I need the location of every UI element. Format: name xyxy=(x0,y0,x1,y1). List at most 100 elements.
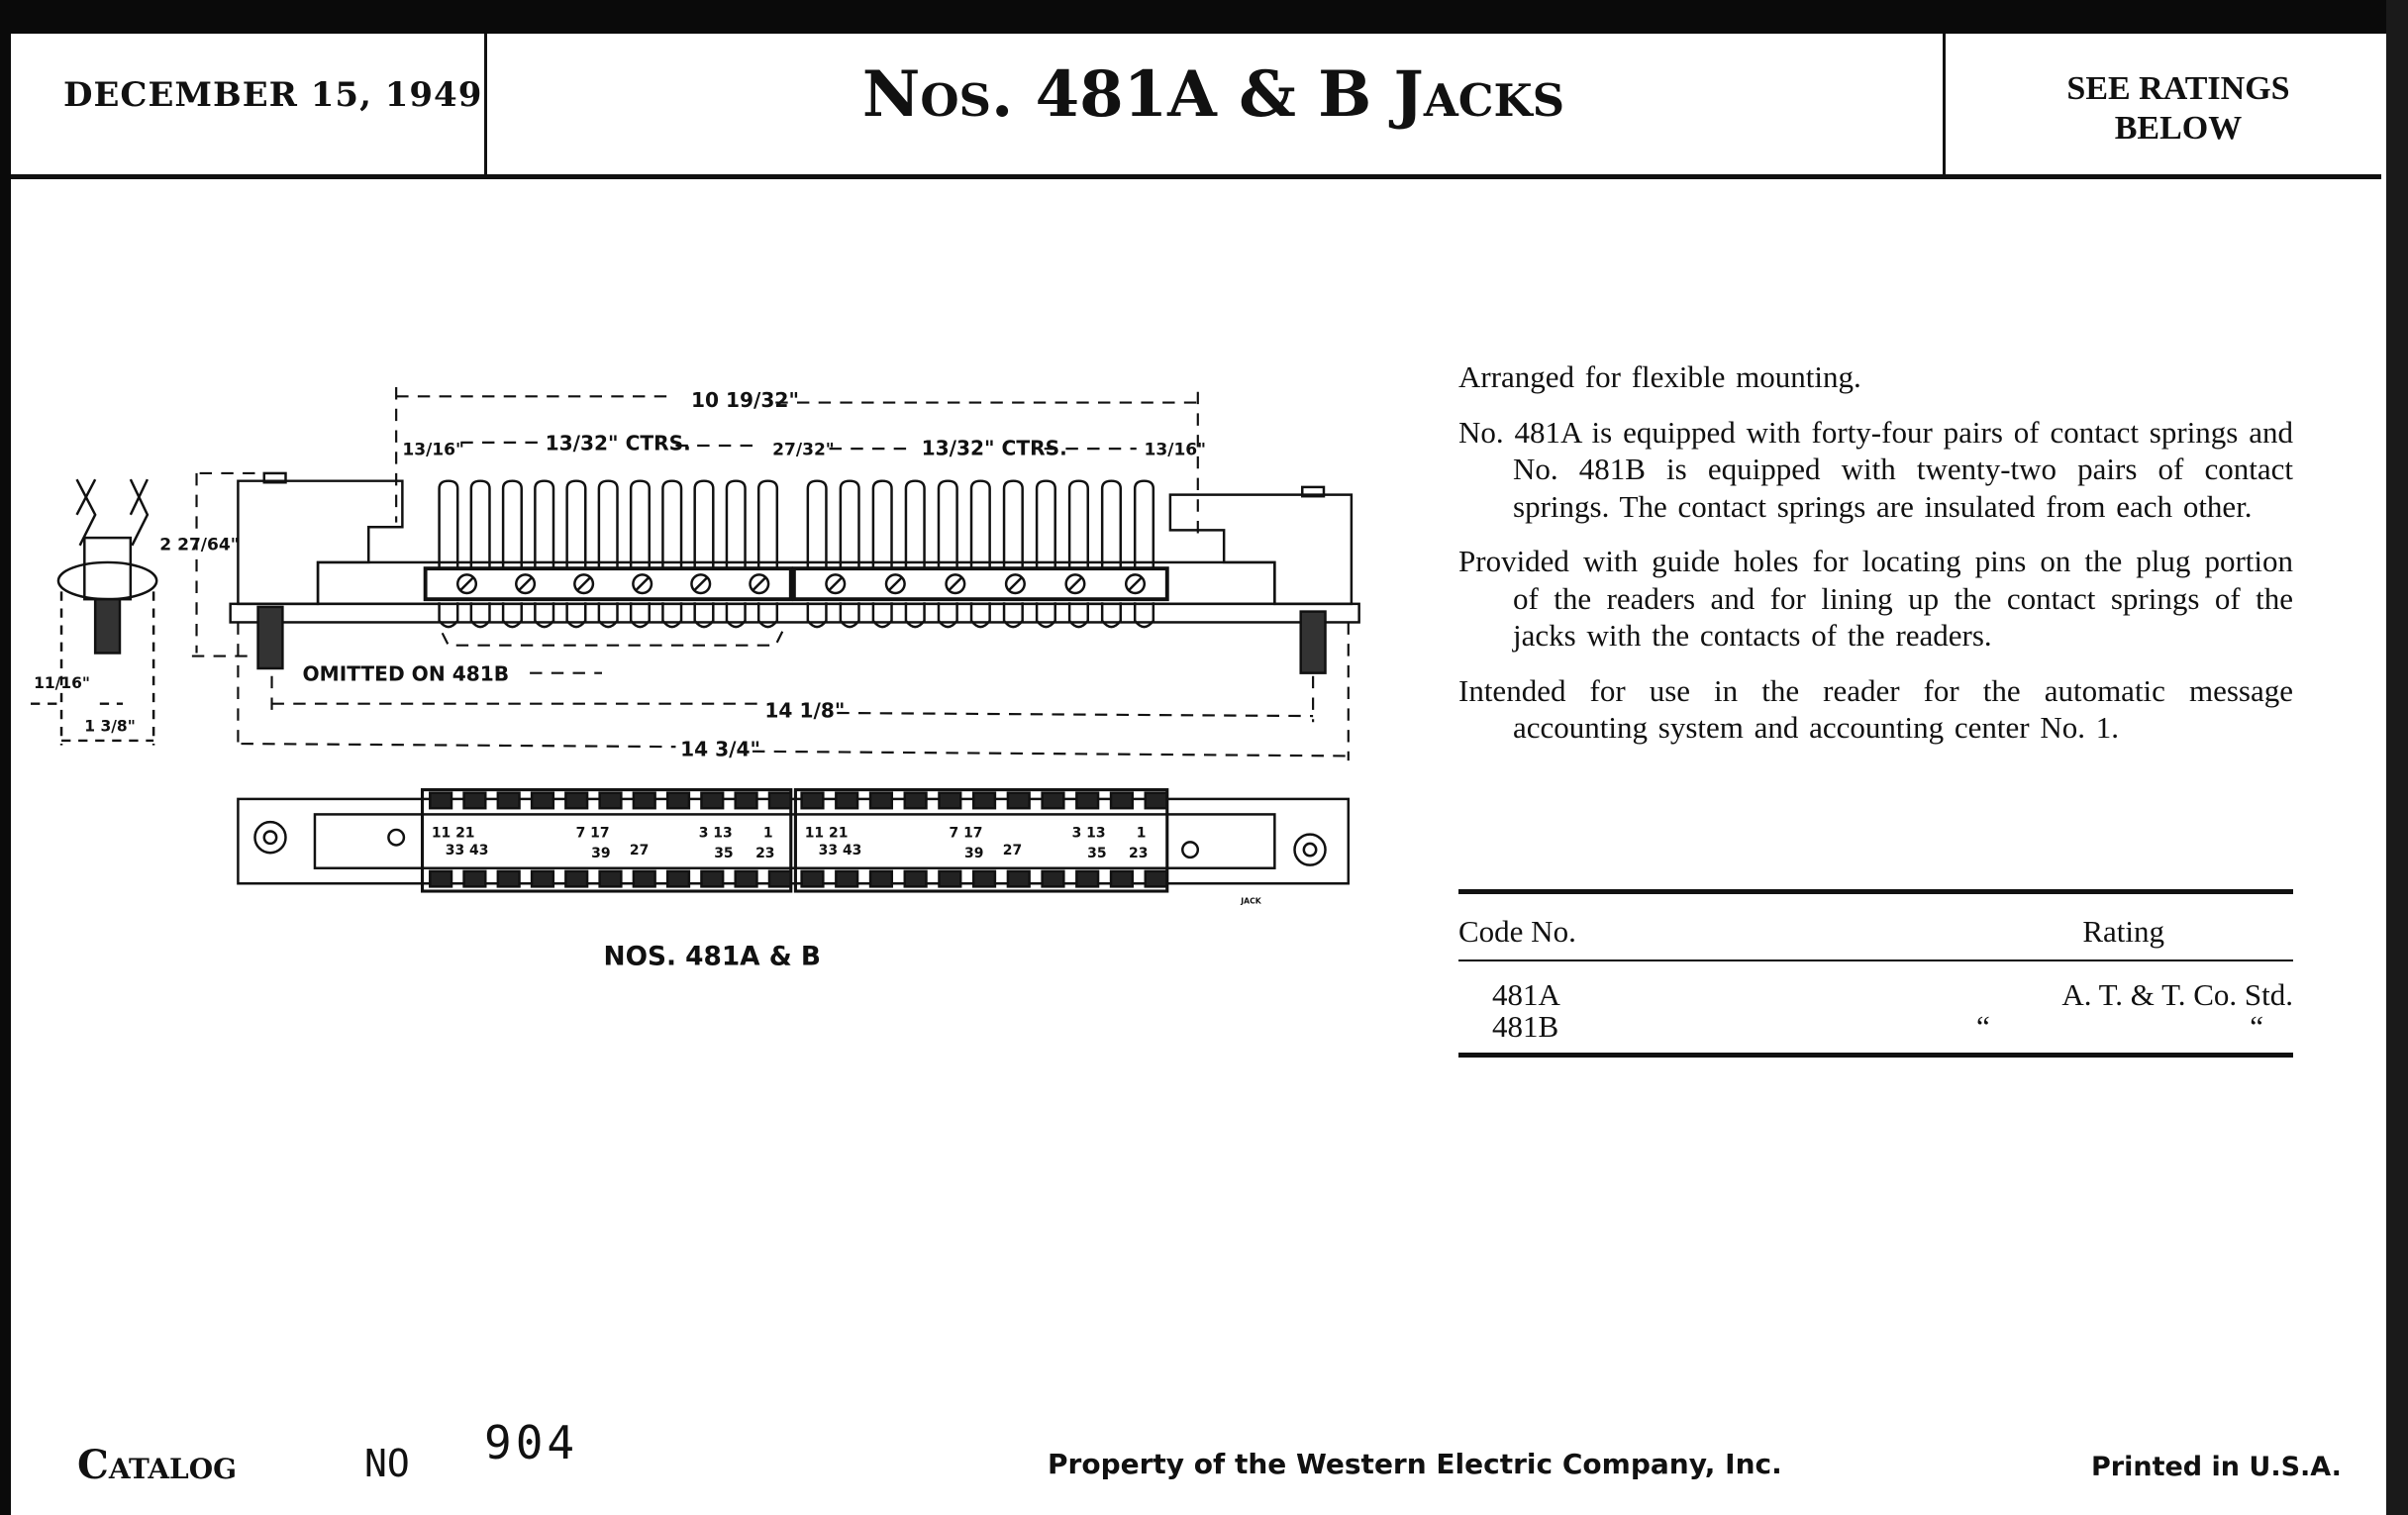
contact-tab xyxy=(938,791,962,810)
contact-tab xyxy=(800,869,825,888)
contact-spring xyxy=(937,479,958,569)
drawing-stamp: JACK xyxy=(1240,896,1262,905)
contact-spring xyxy=(969,479,991,569)
contact-tab xyxy=(800,791,825,810)
description-paragraph: No. 481A is equipped with forty-four pai… xyxy=(1458,414,2293,524)
catalog-label: Catalog xyxy=(77,1442,238,1488)
contact-tab xyxy=(1006,869,1031,888)
contact-tab xyxy=(1041,791,1065,810)
contact-spring xyxy=(469,479,491,569)
spring-tail xyxy=(871,602,893,629)
spring-tail xyxy=(693,602,715,629)
ratings-note-line: BELOW xyxy=(2114,110,2243,147)
contact-tab xyxy=(496,869,521,888)
mount-screw-left xyxy=(256,605,284,670)
contact-spring xyxy=(1067,479,1089,569)
terminal-number: 23 xyxy=(755,846,774,861)
contact-tab xyxy=(1109,869,1135,888)
left-end-block xyxy=(237,479,404,606)
page-title: Nos. 481A & B Jacks xyxy=(861,57,1565,132)
dim-height: 2 27/64" xyxy=(159,536,239,556)
contact-tab xyxy=(868,869,894,888)
terminal-number: 33 43 xyxy=(819,843,862,858)
contact-tab xyxy=(564,869,589,888)
spring-tail xyxy=(756,602,779,629)
scan-border-top xyxy=(0,0,2408,34)
contact-tab xyxy=(496,791,521,810)
mount-hole-right xyxy=(1293,833,1327,866)
contact-tab xyxy=(700,869,725,888)
contact-spring xyxy=(1002,479,1024,569)
code-cell: 481A xyxy=(1492,977,1560,1012)
contact-spring xyxy=(501,479,523,569)
terminal-number: 11 21 xyxy=(805,826,849,842)
contact-tab xyxy=(835,791,859,810)
contact-tab xyxy=(1109,791,1135,810)
screw-icon xyxy=(749,573,770,595)
contact-tab xyxy=(971,791,997,810)
terminal-number: 3 13 xyxy=(699,826,733,842)
description: Arranged for flexible mounting. No. 481A… xyxy=(1458,358,2293,764)
catalog-no-label: NO xyxy=(364,1442,410,1485)
contact-tab xyxy=(462,869,487,888)
spring-tail xyxy=(1100,602,1123,629)
contact-spring xyxy=(756,479,779,569)
table-rule xyxy=(1458,1053,2293,1058)
mount-hole-left xyxy=(253,820,287,855)
spring-tail xyxy=(806,602,828,629)
contact-tab xyxy=(1075,791,1100,810)
terminal-number: 11 21 xyxy=(432,826,475,842)
spring-tail xyxy=(1035,602,1056,629)
description-paragraph: Intended for use in the reader for the a… xyxy=(1458,672,2293,746)
contact-tab xyxy=(632,869,656,888)
end-view xyxy=(31,478,158,746)
terminal-number: 39 xyxy=(591,846,610,861)
plan-base xyxy=(237,797,1351,885)
terminal-strip-right xyxy=(791,566,1169,602)
table-rule xyxy=(1458,889,2293,894)
contact-tab xyxy=(903,869,928,888)
contact-tab xyxy=(665,869,691,888)
contact-tab xyxy=(530,869,555,888)
screw-icon xyxy=(690,573,712,595)
contact-tab xyxy=(767,791,792,810)
contact-tab xyxy=(938,869,962,888)
terminal-number: 1 xyxy=(1137,826,1147,842)
terminal-number: 35 xyxy=(1087,846,1106,861)
plan-strip-right xyxy=(793,788,1169,893)
description-paragraph: Provided with guide holes for locating p… xyxy=(1458,544,2293,653)
contact-spring xyxy=(871,479,893,569)
header-code: Code No. xyxy=(1458,914,1576,949)
screw-icon xyxy=(825,573,847,595)
contact-tab xyxy=(734,791,758,810)
spring-tail xyxy=(597,602,619,629)
terminal-number: 3 13 xyxy=(1072,826,1106,842)
contact-tab xyxy=(868,791,894,810)
terminal-number: 1 xyxy=(763,826,773,842)
spring-tail xyxy=(969,602,991,629)
terminal-number: 7 17 xyxy=(950,826,983,842)
dim-overall-span: 10 19/32" xyxy=(691,388,799,412)
dim-mount-centers: 14 1/8" xyxy=(764,699,845,723)
property-notice: Property of the Western Electric Company… xyxy=(1048,1448,1782,1480)
dim-gap: 27/32" xyxy=(772,440,835,459)
contact-spring xyxy=(661,479,683,569)
contact-tab xyxy=(1075,869,1100,888)
ditto-mark: “ xyxy=(2250,1009,2263,1044)
ratings-table: Code No. Rating 481A A. T. & T. Co. Std.… xyxy=(1458,889,2293,1058)
contact-tab xyxy=(700,791,725,810)
contact-spring xyxy=(725,479,747,569)
terminal-number: 7 17 xyxy=(576,826,610,842)
spring-tail xyxy=(725,602,747,629)
contact-spring xyxy=(534,479,555,569)
dim-end-width-a: 11/16" xyxy=(34,674,90,692)
contact-tab xyxy=(462,791,487,810)
contact-spring xyxy=(597,479,619,569)
contact-spring xyxy=(806,479,828,569)
contact-tab xyxy=(429,791,453,810)
contact-tab xyxy=(632,791,656,810)
table-body: 481A A. T. & T. Co. Std. 481B “ “ xyxy=(1458,961,2293,1053)
contact-tab xyxy=(1041,869,1065,888)
spring-tail xyxy=(904,602,926,629)
